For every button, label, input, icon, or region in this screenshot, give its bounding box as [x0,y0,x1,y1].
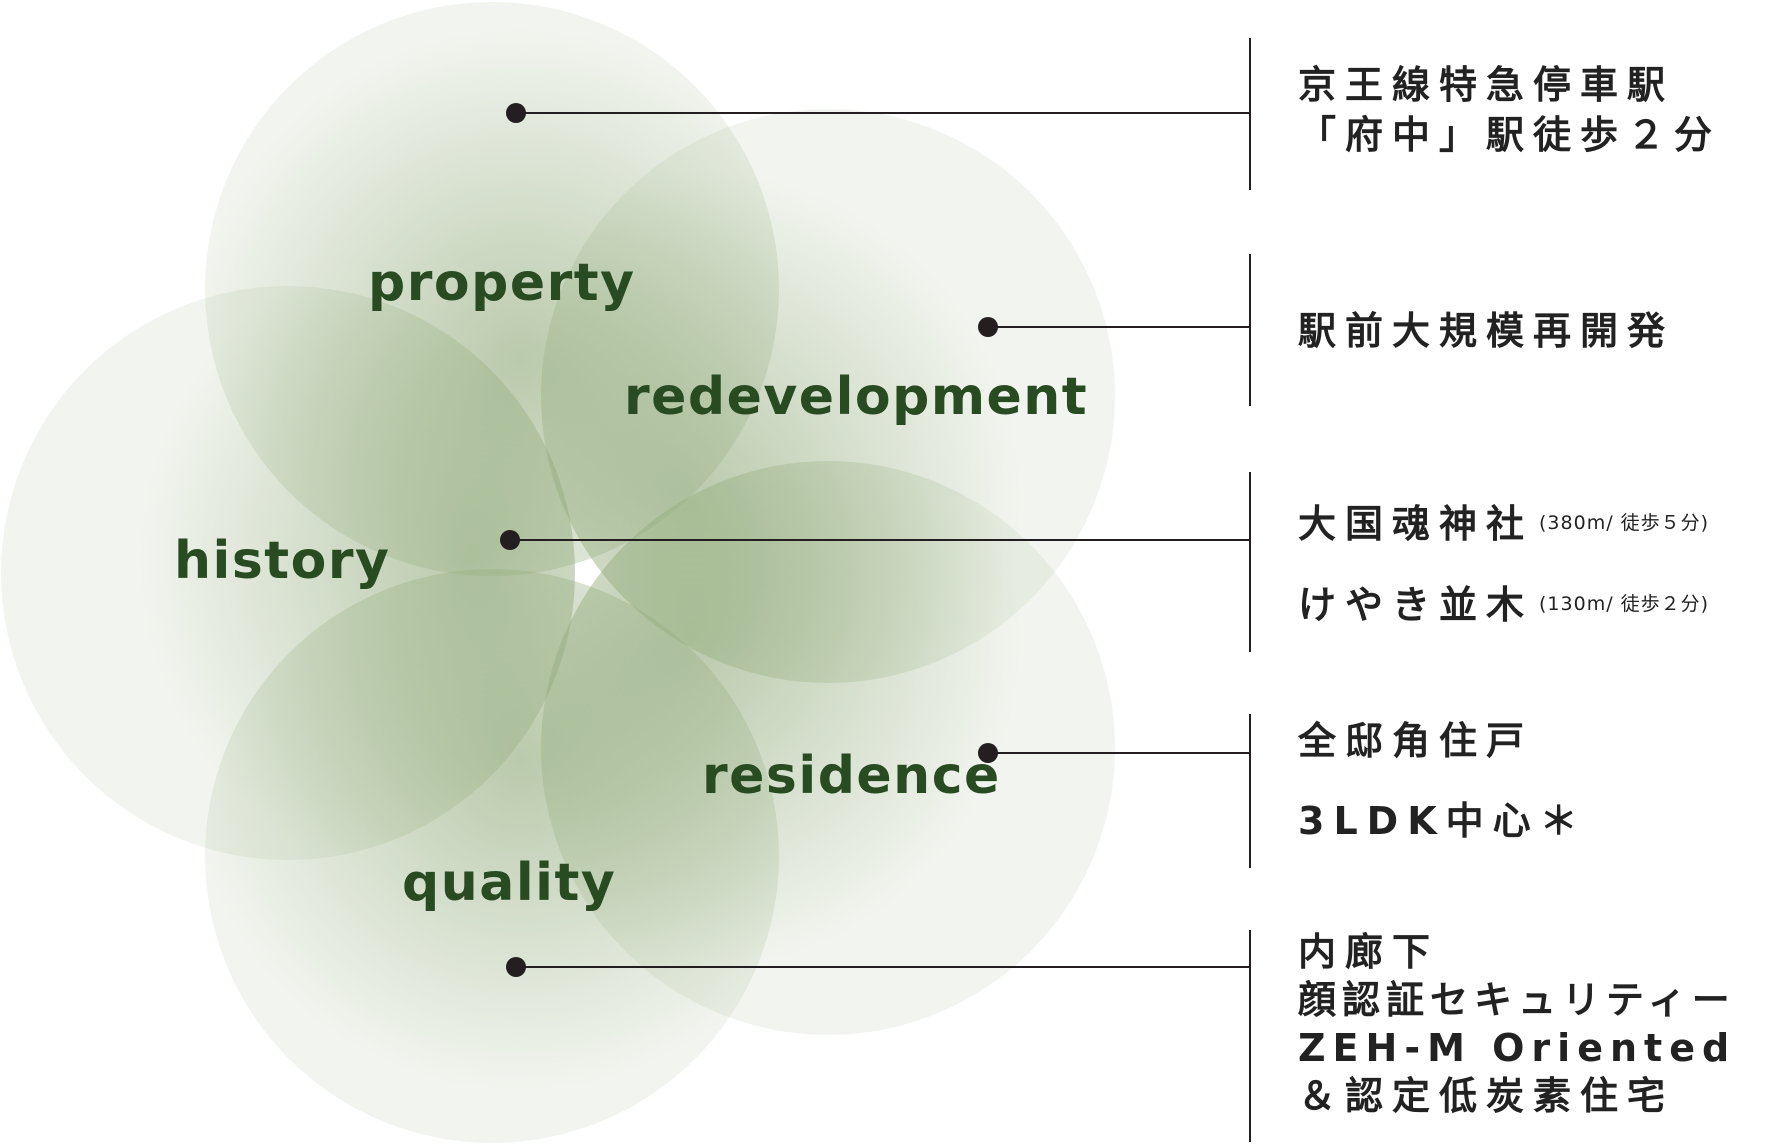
label-residence: residence [702,746,1001,806]
feature-history: 大国魂神社(380m/ 徒歩５分) けやき並木(130m/ 徒歩２分) [1298,498,1709,630]
feature-line: 内廊下 [1298,930,1440,974]
feature-line: 顔認証セキュリティー [1298,978,1736,1022]
feature-line: ＆認定低炭素住宅 [1298,1074,1675,1118]
feature-line: 京王線特急停車駅 [1298,63,1675,107]
feature-redevelopment: 駅前大規模再開発 [1298,306,1674,356]
feature-line: 3LDK中心＊ [1298,799,1587,843]
dot-quality [506,957,526,977]
label-history: history [174,531,390,591]
feature-residence: 全邸角住戸 3LDK中心＊ [1298,716,1587,846]
feature-line: ZEH-M Oriented [1298,1026,1737,1070]
feature-item: けやき並木(130m/ 徒歩２分) [1298,579,1709,630]
feature-item-note: (380m/ 徒歩５分) [1539,512,1710,534]
circle-quality [205,569,779,1143]
feature-property: 京王線特急停車駅 「府中」駅徒歩２分 [1298,60,1721,160]
feature-item-note: (130m/ 徒歩２分) [1539,593,1710,615]
label-quality: quality [402,853,616,913]
label-redevelopment: redevelopment [624,367,1088,427]
dot-property [506,103,526,123]
dot-redevelopment [978,317,998,337]
feature-item: 大国魂神社(380m/ 徒歩５分) [1298,498,1709,549]
feature-line: 駅前大規模再開発 [1298,309,1675,353]
feature-item-text: 大国魂神社 [1298,502,1534,546]
feature-line: 「府中」駅徒歩２分 [1298,113,1722,157]
dot-history [500,530,520,550]
dot-residence [978,743,998,763]
feature-item-text: けやき並木 [1298,583,1534,627]
feature-quality: 内廊下 顔認証セキュリティー ZEH-M Oriented ＆認定低炭素住宅 [1298,928,1736,1120]
label-property: property [368,253,635,313]
feature-line: 全邸角住戸 [1298,719,1534,763]
